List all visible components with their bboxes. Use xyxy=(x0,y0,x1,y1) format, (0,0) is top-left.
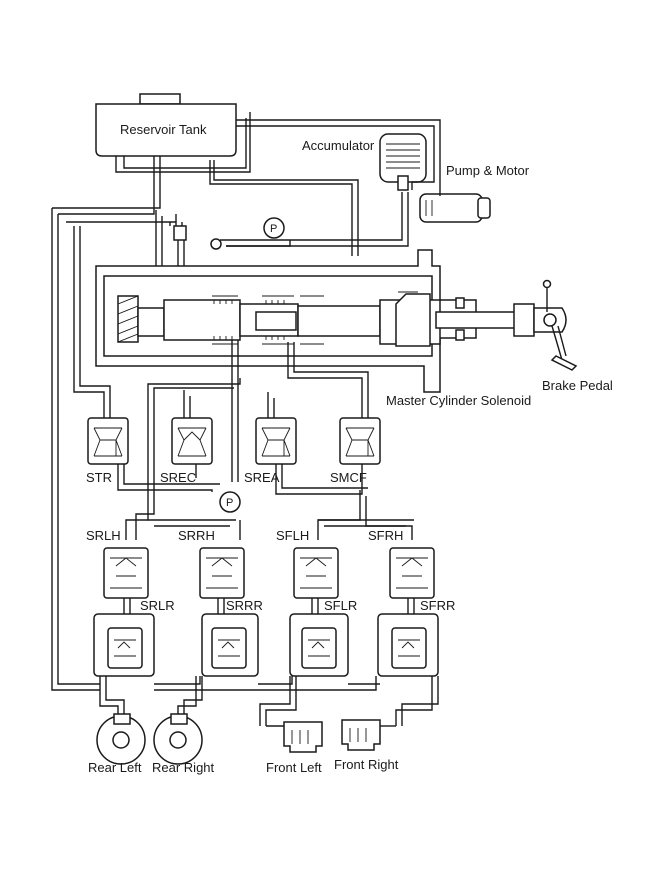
master-cylinder: Master Cylinder Solenoid xyxy=(95,249,567,408)
pressure-sensor-lower: P xyxy=(219,491,241,513)
accumulator-label: Accumulator xyxy=(302,138,375,153)
accumulator: Accumulator xyxy=(302,133,427,191)
sflr-label: SFLR xyxy=(324,598,357,613)
srea-label: SREA xyxy=(244,470,280,485)
srlh-label: SRLH xyxy=(86,528,121,543)
front-right-label: Front Right xyxy=(334,757,399,772)
master-cylinder-label: Master Cylinder Solenoid xyxy=(386,393,531,408)
pressure-sensor-top-label: P xyxy=(270,223,277,235)
distribution-pipes xyxy=(117,464,414,540)
rear-left-label: Rear Left xyxy=(88,760,142,775)
solenoid-srea: SREA xyxy=(244,417,297,485)
srrr-label: SRRR xyxy=(226,598,263,613)
solenoid-srrr: SRRR xyxy=(201,598,263,677)
sfrr-label: SFRR xyxy=(420,598,455,613)
solenoid-sflh: SFLH xyxy=(276,528,339,599)
reservoir-tank-label: Reservoir Tank xyxy=(120,122,207,137)
lower-pipes xyxy=(99,598,439,726)
reservoir-tank: Reservoir Tank xyxy=(95,93,237,157)
srlr-label: SRLR xyxy=(140,598,175,613)
front-left-label: Front Left xyxy=(266,760,322,775)
srec-label: SREC xyxy=(160,470,196,485)
solenoid-srrh: SRRH xyxy=(178,528,245,599)
srrh-label: SRRH xyxy=(178,528,215,543)
solenoid-sfrh: SFRH xyxy=(368,528,435,599)
solenoid-sflr: SFLR xyxy=(289,598,357,677)
solenoid-sfrr: SFRR xyxy=(377,598,455,677)
brake-pedal-label: Brake Pedal xyxy=(542,378,613,393)
caliper-front-left: Front Left xyxy=(266,721,323,775)
solenoid-smcf: SMCF xyxy=(330,417,381,485)
caliper-front-right: Front Right xyxy=(334,719,399,772)
sflh-label: SFLH xyxy=(276,528,309,543)
pressure-sensor-top: P xyxy=(173,217,285,250)
brake-pedal: Brake Pedal xyxy=(542,279,613,393)
pressure-sensor-lower-label: P xyxy=(226,497,233,509)
solenoid-srlh: SRLH xyxy=(86,528,149,599)
rear-right-label: Rear Right xyxy=(152,760,215,775)
upper-pipes xyxy=(51,112,441,691)
solenoid-srlr: SRLR xyxy=(93,598,175,677)
str-label: STR xyxy=(86,470,112,485)
solenoid-str: STR xyxy=(86,417,129,485)
solenoid-srec: SREC xyxy=(160,417,213,485)
pump-motor: Pump & Motor xyxy=(419,163,530,223)
wheel-rear-right: Rear Right xyxy=(152,713,215,775)
pump-motor-label: Pump & Motor xyxy=(446,163,530,178)
smcf-label: SMCF xyxy=(330,470,367,485)
sfrh-label: SFRH xyxy=(368,528,403,543)
middle-pipes xyxy=(125,340,369,540)
wheel-rear-left: Rear Left xyxy=(88,713,146,775)
